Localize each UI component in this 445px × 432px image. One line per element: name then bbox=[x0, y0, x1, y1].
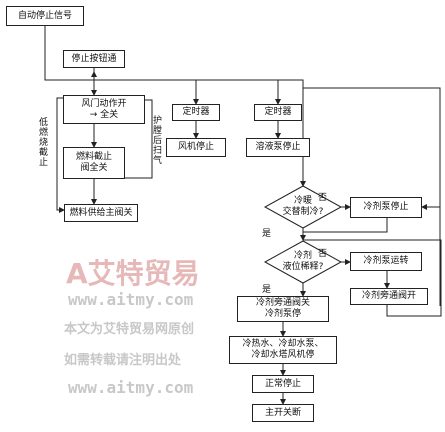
low-fire-cut-label: 低 燃 烧 截 止 bbox=[38, 118, 48, 168]
refrigerant-pump-stop-box: 冷剂泵停止 bbox=[350, 197, 422, 218]
stop-button-box: 停止按钮通 bbox=[63, 50, 125, 68]
level-decision-label: 冷剂 液位稀释? bbox=[282, 251, 324, 272]
water-pumps-stop-box: 冷热水、冷却水泵、 冷却水塔风机停 bbox=[229, 336, 337, 364]
bypass-close-pump-stop-box: 冷剂旁通阀关 冷剂泵停 bbox=[237, 296, 329, 322]
normal-stop-box: 正常停止 bbox=[252, 375, 314, 393]
level-no-label: 否 bbox=[318, 249, 328, 259]
edge-pump-stop-to-level bbox=[303, 218, 388, 233]
edge-bypass-open-loop bbox=[303, 239, 442, 317]
refrigerant-pump-run-box: 冷剂泵运转 bbox=[350, 252, 422, 271]
solution-pump-stop-box: 溶液泵停止 bbox=[246, 138, 310, 157]
fuel-main-valve-box: 燃料供给主阀关 bbox=[64, 204, 138, 222]
bypass-open-box: 冷剂旁通阀开 bbox=[350, 288, 428, 305]
auto-stop-signal-box: 自动停止信号 bbox=[6, 6, 84, 26]
timer-fan-box: 定时器 bbox=[172, 104, 220, 121]
dilution-decision-diamond bbox=[263, 185, 343, 229]
damper-action-box: 风门动作开 → 全关 bbox=[63, 95, 145, 124]
level-decision-diamond bbox=[263, 240, 343, 284]
edge-low-fire-cut bbox=[56, 97, 65, 213]
dilution-yes-label: 是 bbox=[262, 229, 272, 239]
level-yes-label: 是 bbox=[262, 285, 272, 295]
fan-stop-box: 风机停止 bbox=[166, 138, 226, 157]
main-switch-off-box: 主开关断 bbox=[252, 404, 314, 422]
furnace-purge-label: 护 膛 后 扫 气 bbox=[152, 116, 162, 166]
dilution-no-label: 否 bbox=[318, 193, 328, 203]
timer-pump-box: 定时器 bbox=[254, 104, 302, 121]
fuel-cutoff-box: 燃料截止 阀全关 bbox=[63, 147, 125, 179]
dilution-decision-label: 冷暖 交替制冷? bbox=[282, 196, 324, 217]
